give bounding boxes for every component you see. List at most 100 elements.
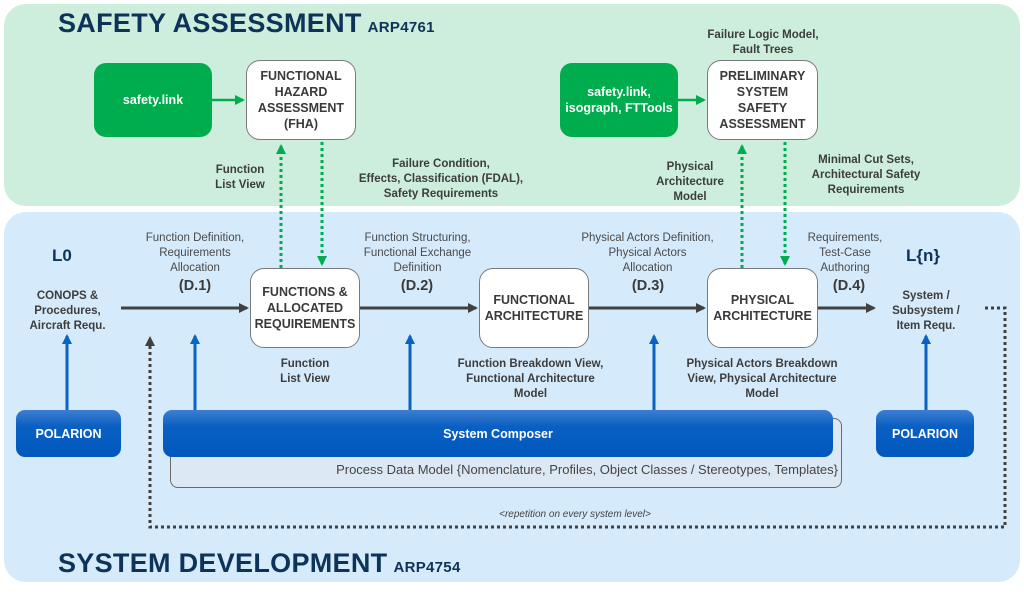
text-line: Architectural Safety	[811, 169, 921, 181]
label-fha-output: Failure Condition, Effects, Classificatio…	[336, 157, 546, 202]
step-d3-label: Physical Actors Definition, Physical Acto…	[570, 231, 725, 276]
text-line: Physical Actors Definition,	[581, 232, 714, 244]
tool-system-composer-label: System Composer	[443, 426, 553, 441]
text-line: List View	[215, 179, 265, 191]
tool-safetylink-isograph-fttools[interactable]: safety.link, isograph, FTTools	[560, 63, 678, 137]
text-line: Definition	[393, 262, 442, 274]
text-line: Procedures,	[34, 305, 101, 317]
tool-polarion-right-label: POLARION	[892, 426, 958, 441]
text-line: Function Definition,	[145, 232, 245, 244]
text-line: System /	[902, 290, 950, 302]
view-functional-arch-label: Function Breakdown View, Functional Archi…	[448, 357, 613, 402]
tool-safetylink[interactable]: safety.link	[94, 63, 212, 137]
text-line: Effects, Classification (FDAL),	[358, 173, 524, 185]
text-line: List View	[280, 373, 330, 385]
text-line: FUNCTIONAL	[260, 69, 342, 83]
repetition-loop	[145, 306, 1007, 529]
text-line: Functional Architecture	[466, 373, 595, 385]
level-l0-label: CONOPS & Procedures, Aircraft Requ.	[20, 289, 115, 334]
text-line: Architecture	[656, 176, 724, 188]
text-line: (FHA)	[283, 117, 318, 131]
text-line: Model	[513, 388, 548, 400]
text-line: Function	[280, 358, 330, 370]
tool-system-composer[interactable]: System Composer	[163, 410, 833, 457]
text-line: Subsystem /	[892, 305, 960, 317]
text-line: Fault Trees	[732, 44, 794, 56]
node-physical-arch-label: PHYSICAL ARCHITECTURE	[713, 292, 812, 324]
text-line: Requirements,	[807, 232, 883, 244]
text-line: CONOPS &	[36, 290, 99, 302]
level-ln: L{n}	[906, 246, 940, 265]
text-line: Failure Condition,	[392, 158, 490, 170]
text-line: Safety Requirements	[383, 188, 499, 200]
text-line: Functional Exchange	[363, 247, 472, 259]
development-title-text: SYSTEM DEVELOPMENT	[58, 548, 388, 578]
step-d1-code: (D.1)	[178, 278, 212, 294]
text-line: Item Requ.	[896, 320, 956, 332]
text-line: Allocation	[170, 262, 220, 274]
text-line: Physical Actors	[608, 247, 687, 259]
step-d2-label: Function Structuring, Functional Exchange…	[350, 231, 485, 276]
node-pssa-label: PRELIMINARY SYSTEM SAFETY ASSESSMENT	[719, 68, 805, 132]
text-line: Requirements	[827, 184, 905, 196]
development-standard: ARP4754	[393, 559, 461, 576]
text-line: Aircraft Requ.	[29, 320, 106, 332]
node-physical-architecture[interactable]: PHYSICAL ARCHITECTURE	[707, 268, 818, 348]
text-line: PRELIMINARY	[719, 69, 806, 83]
level-l0: L0	[52, 246, 72, 265]
text-line: PHYSICAL	[730, 293, 795, 307]
text-line: View, Physical Architecture	[687, 373, 837, 385]
text-line: ARCHITECTURE	[484, 309, 584, 323]
tool-polarion-left-label: POLARION	[35, 426, 102, 441]
text-line: ALLOCATED	[266, 301, 344, 315]
node-functions-label: FUNCTIONS & ALLOCATED REQUIREMENTS	[255, 284, 356, 332]
safety-title-text: SAFETY ASSESSMENT	[58, 8, 362, 38]
text-line: isograph, FTTools	[565, 101, 673, 115]
process-data-model-label: Process Data Model {Nomenclature, Profil…	[336, 462, 838, 477]
text-line: REQUIREMENTS	[254, 317, 356, 331]
text-line: Failure Logic Model,	[707, 29, 819, 41]
text-line: Function	[215, 164, 265, 176]
text-line: Physical Actors Breakdown	[686, 358, 838, 370]
text-line: Function Structuring,	[364, 232, 471, 244]
text-line: Test-Case	[819, 247, 871, 259]
text-line: Function Breakdown View,	[457, 358, 604, 370]
text-line: Allocation	[622, 262, 673, 274]
label-pssa-output: Failure Logic Model, Fault Trees	[700, 28, 826, 58]
node-pssa[interactable]: PRELIMINARY SYSTEM SAFETY ASSESSMENT	[707, 60, 818, 140]
repetition-note: <repetition on every system level>	[499, 509, 651, 520]
text-line: safety.link	[122, 93, 184, 107]
text-line: Minimal Cut Sets,	[818, 154, 914, 166]
text-line: HAZARD	[274, 85, 328, 99]
node-functions-allocated-requirements[interactable]: FUNCTIONS & ALLOCATED REQUIREMENTS	[250, 268, 360, 348]
text-line: SYSTEM	[736, 85, 789, 99]
text-line: FUNCTIONS &	[262, 285, 348, 299]
text-line: Model	[745, 388, 779, 400]
text-line: ASSESSMENT	[719, 117, 806, 131]
tool-safetylink-label: safety.link	[123, 92, 183, 108]
level-ln-label: System / Subsystem / Item Requ.	[880, 289, 972, 334]
tool-polarion-right[interactable]: POLARION	[876, 410, 974, 457]
text-line: ARCHITECTURE	[713, 309, 812, 323]
text-line: safety.link,	[587, 85, 651, 99]
step-d2-code: (D.2)	[400, 278, 434, 294]
step-d3-code: (D.3)	[631, 278, 665, 294]
safety-standard: ARP4761	[367, 19, 435, 36]
tool-polarion-left[interactable]: POLARION	[16, 410, 121, 457]
text-line: SAFETY	[737, 101, 788, 115]
safety-assessment-title: SAFETY ASSESSMENT ARP4761	[58, 8, 435, 39]
step-d4-code: (D.4)	[832, 278, 866, 294]
text-line: Authoring	[820, 262, 870, 274]
